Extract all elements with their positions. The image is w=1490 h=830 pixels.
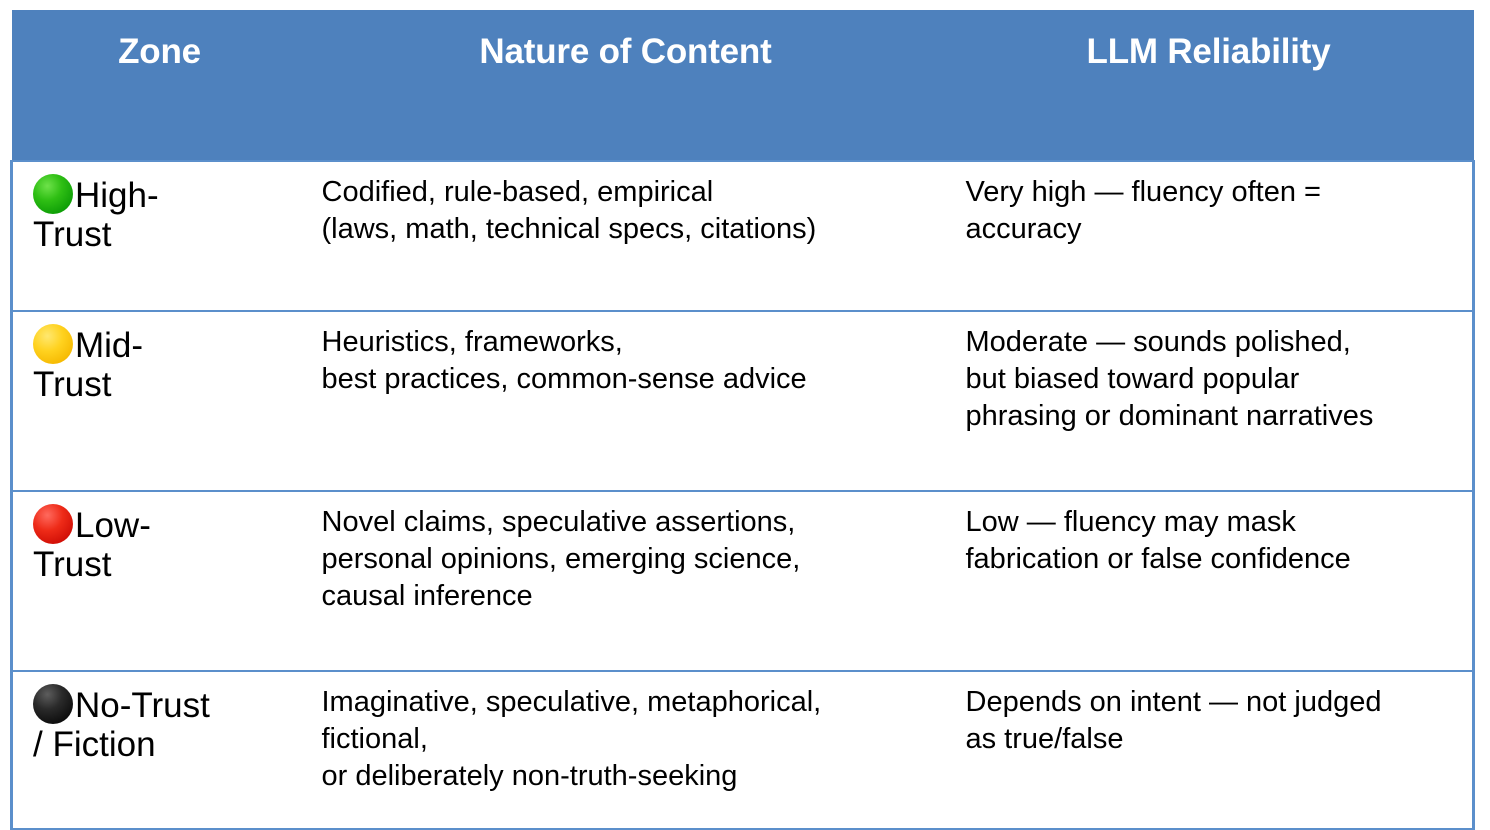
table-row: Mid- Trust Heuristics, frameworks, best … bbox=[10, 310, 1475, 492]
nature-text: Heuristics, frameworks, best practices, … bbox=[321, 326, 807, 395]
nature-text: Codified, rule-based, empirical (laws, m… bbox=[321, 176, 817, 245]
zone-label-wrapper: Mid- Trust bbox=[33, 324, 294, 404]
nature-cell-high-trust: Codified, rule-based, empirical (laws, m… bbox=[307, 160, 944, 312]
zone-label-wrapper: High- Trust bbox=[33, 174, 294, 254]
nature-text: Novel claims, speculative assertions, pe… bbox=[321, 506, 801, 612]
reliability-text: Very high — fluency often = accuracy bbox=[965, 176, 1321, 245]
zone-label-text: High- Trust bbox=[33, 176, 159, 255]
yellow-circle-icon bbox=[33, 324, 73, 364]
column-header-nature-of-content: Nature of Content bbox=[479, 32, 772, 71]
nature-cell-mid-trust: Heuristics, frameworks, best practices, … bbox=[307, 310, 944, 492]
column-header-llm-reliability: LLM Reliability bbox=[1086, 32, 1331, 71]
reliability-cell-high-trust: Very high — fluency often = accuracy bbox=[943, 160, 1475, 312]
table-header: Zone Nature of Content LLM Reliability bbox=[11, 10, 1474, 161]
red-circle-icon bbox=[33, 504, 73, 544]
zone-cell-high-trust: High- Trust bbox=[10, 160, 308, 312]
reliability-cell-no-trust-fiction: Depends on intent — not judged as true/f… bbox=[943, 670, 1475, 830]
table-header-row: Zone Nature of Content LLM Reliability bbox=[11, 10, 1474, 161]
zone-label-wrapper: Low- Trust bbox=[33, 504, 294, 584]
zone-cell-low-trust: Low- Trust bbox=[10, 490, 308, 672]
reliability-cell-mid-trust: Moderate — sounds polished, but biased t… bbox=[943, 310, 1475, 492]
nature-cell-low-trust: Novel claims, speculative assertions, pe… bbox=[307, 490, 944, 672]
reliability-text: Low — fluency may mask fabrication or fa… bbox=[965, 506, 1351, 575]
table-row: Low- Trust Novel claims, speculative ass… bbox=[10, 490, 1475, 672]
zone-label-text: Low- Trust bbox=[33, 506, 151, 585]
table-row: No-Trust / Fiction Imaginative, speculat… bbox=[10, 670, 1475, 830]
nature-text: Imaginative, speculative, metaphorical, … bbox=[321, 686, 822, 792]
green-circle-icon bbox=[33, 174, 73, 214]
table-row: High- Trust Codified, rule-based, empiri… bbox=[10, 160, 1475, 312]
reliability-cell-low-trust: Low — fluency may mask fabrication or fa… bbox=[943, 490, 1475, 672]
zone-label-text: Mid- Trust bbox=[33, 326, 144, 405]
reliability-text: Moderate — sounds polished, but biased t… bbox=[965, 326, 1374, 432]
zone-cell-mid-trust: Mid- Trust bbox=[10, 310, 308, 492]
zone-label-wrapper: No-Trust / Fiction bbox=[33, 684, 294, 764]
column-header-zone: Zone bbox=[118, 32, 201, 71]
nature-cell-no-trust-fiction: Imaginative, speculative, metaphorical, … bbox=[307, 670, 944, 830]
black-circle-icon bbox=[33, 684, 73, 724]
reliability-text: Depends on intent — not judged as true/f… bbox=[965, 686, 1382, 755]
zone-label-text: No-Trust / Fiction bbox=[33, 686, 210, 765]
table-body: High- Trust Codified, rule-based, empiri… bbox=[10, 160, 1475, 830]
zone-cell-no-trust-fiction: No-Trust / Fiction bbox=[10, 670, 308, 830]
trust-zones-table: Zone Nature of Content LLM Reliability H… bbox=[10, 10, 1475, 830]
